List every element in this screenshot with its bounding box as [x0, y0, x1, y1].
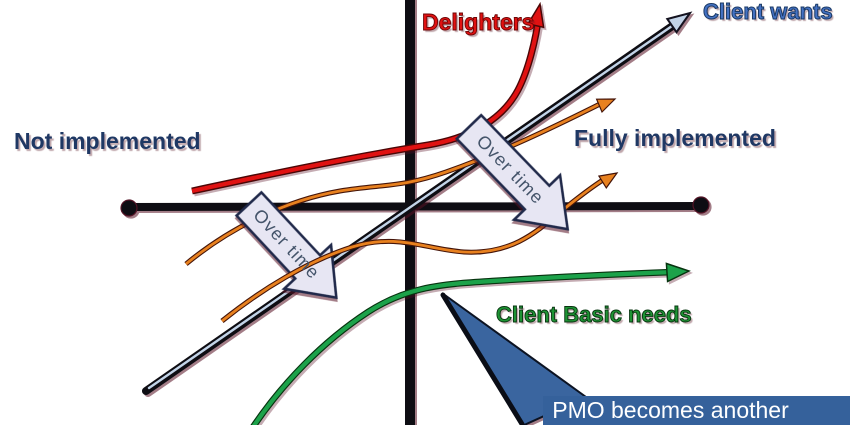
pmo-banner-text: PMO becomes another	[552, 397, 789, 423]
over-time-arrow-right	[454, 113, 570, 231]
client-wants-arrowhead	[665, 11, 693, 34]
delighters-curve-group	[191, 1, 545, 195]
delighters-label: Delighters	[422, 9, 535, 36]
basic-needs-curve-group	[250, 262, 691, 425]
client-wants-label: Client wants	[703, 0, 834, 24]
over-time-arrow-left	[234, 190, 338, 300]
x-axis-right-endpoint	[692, 196, 710, 214]
delighters-arrowhead	[526, 1, 545, 29]
basic-needs-curve	[251, 269, 675, 425]
over-time-arrow-left-shape	[234, 190, 338, 300]
fully-implemented-label: Fully implemented	[574, 125, 776, 151]
drift-curve-upper-arrowhead	[595, 98, 617, 114]
pmo-callout-triangle-edge	[440, 292, 525, 425]
x-axis-left-endpoint	[120, 199, 138, 217]
drift-curve-lower-arrowhead	[597, 172, 619, 189]
not-implemented-label: Not implemented	[14, 128, 201, 154]
pmo-banner: PMO becomes another	[543, 396, 850, 425]
drift-curve-lower	[221, 176, 607, 323]
client-wants-line-group	[142, 11, 693, 395]
drift-curve-lower-group	[220, 172, 619, 323]
client-wants-line-highlight	[147, 24, 674, 390]
over-time-arrow-right-shape	[454, 113, 570, 231]
basic-needs-arrowhead	[665, 262, 691, 283]
client-basic-needs-label: Client Basic needs	[496, 302, 693, 327]
delighters-curve	[191, 13, 542, 194]
